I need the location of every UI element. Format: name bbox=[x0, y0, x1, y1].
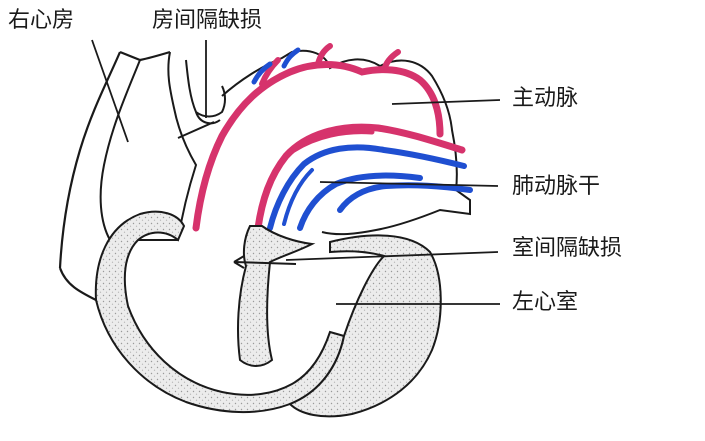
leader-vsd bbox=[285, 251, 499, 261]
pulmonary-trunk-wall-2 bbox=[297, 172, 423, 231]
leader-pulmonary bbox=[319, 181, 499, 187]
label-pulmonary-trunk: 肺动脉干 bbox=[512, 174, 601, 199]
aorta-inner-wall bbox=[192, 61, 444, 232]
pulmonary-vessel-right bbox=[337, 182, 473, 213]
label-left-ventricle: 左心室 bbox=[512, 290, 579, 315]
label-atrial-septal-defect: 房间隔缺损 bbox=[152, 8, 263, 33]
leader-right-atrium bbox=[91, 39, 129, 143]
pulmonary-inner-curve bbox=[282, 168, 314, 226]
heart-outer-wall bbox=[58, 50, 171, 301]
aorta-outline bbox=[221, 49, 471, 236]
label-right-atrium: 右心房 bbox=[8, 8, 75, 33]
aorta-branch-1 bbox=[259, 57, 281, 87]
atrial-defect-arrow bbox=[177, 121, 215, 139]
right-ventricle-wall bbox=[94, 210, 346, 414]
aorta-branch-3 bbox=[381, 49, 401, 73]
interventricular-septum bbox=[237, 225, 316, 367]
pulmonary-branch-up-1 bbox=[251, 61, 273, 85]
aorta-branch-2 bbox=[315, 43, 333, 67]
leader-aorta bbox=[391, 99, 501, 105]
label-aorta: 主动脉 bbox=[512, 86, 579, 111]
label-ventricular-septal-defect: 室间隔缺损 bbox=[512, 236, 623, 261]
atrial-septum bbox=[185, 59, 226, 125]
aorta-pink-short bbox=[291, 129, 375, 153]
ventricular-defect-arrow bbox=[233, 255, 297, 269]
aorta-arch-inner bbox=[254, 123, 466, 232]
left-ventricle-wall bbox=[288, 234, 442, 418]
pulmonary-branch-up-2 bbox=[281, 47, 301, 69]
pulmonary-trunk-wall-1 bbox=[267, 144, 467, 231]
